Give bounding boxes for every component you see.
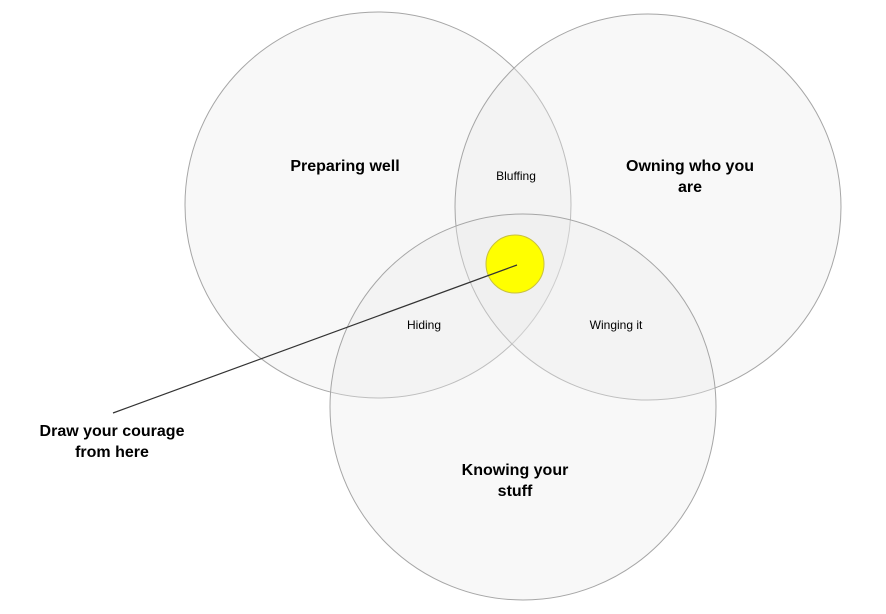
circle-knowing-your-stuff: [329, 213, 717, 601]
label-owning-who-you-are: Owning who you are: [626, 158, 754, 196]
callout-label: Draw your courage from here: [39, 423, 185, 461]
label-preparing-well: Preparing well: [290, 158, 400, 175]
center-courage-circle: [485, 234, 545, 294]
label-winging-it: Winging it: [589, 318, 643, 332]
label-bluffing: Bluffing: [496, 169, 536, 183]
label-hiding: Hiding: [406, 318, 442, 332]
circle-preparing-well: [184, 11, 572, 399]
circle-owning-who-you-are: [454, 13, 842, 401]
label-knowing-your-stuff: Knowing your stuff: [461, 462, 569, 500]
callout-line: [112, 264, 518, 414]
